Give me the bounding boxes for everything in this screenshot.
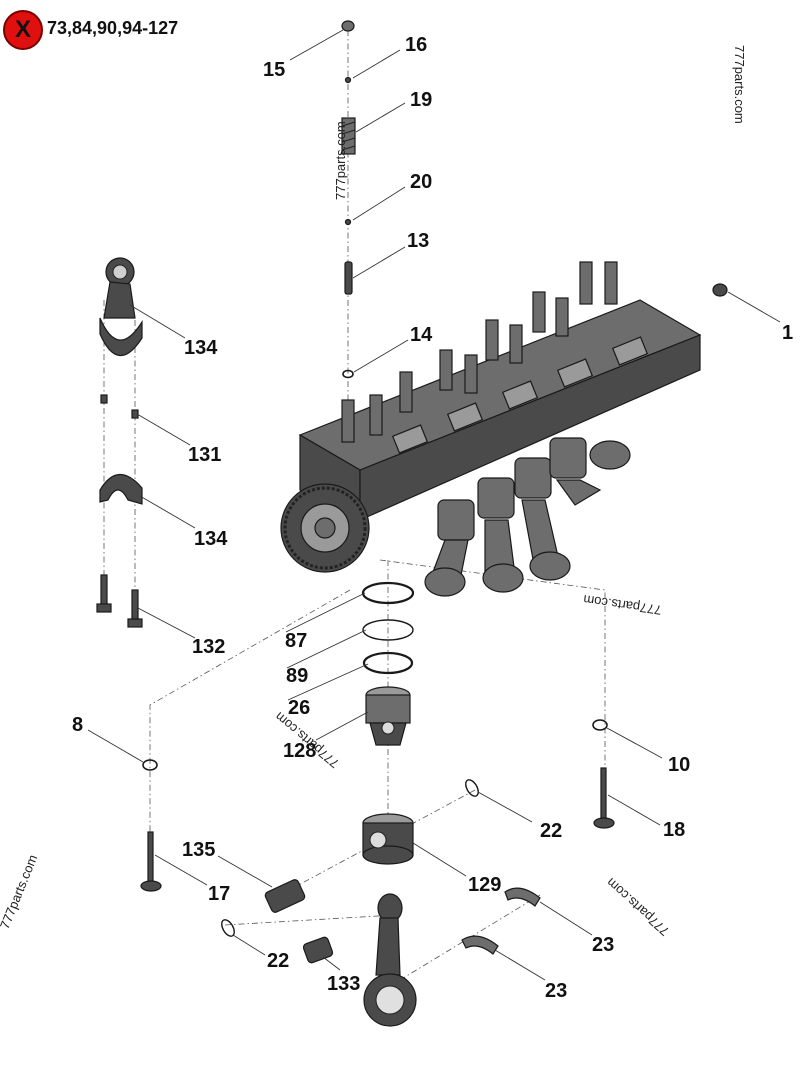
callout-134-cap: 134 — [194, 528, 228, 550]
valve-seal-10 — [592, 719, 608, 731]
callout-128: 128 — [283, 740, 316, 762]
callout-17: 17 — [208, 883, 230, 905]
exhaust-valve-18 — [593, 767, 615, 829]
watermark-bottom-right: 777parts.com — [603, 875, 672, 939]
watermark-mid-right: 777parts.com — [582, 592, 662, 618]
snap-ring-22a — [465, 779, 479, 797]
exhaust-valve-axis — [379, 559, 606, 820]
callout-26: 26 — [288, 697, 310, 719]
callout-133: 133 — [327, 973, 360, 995]
piston-128 — [365, 686, 411, 746]
bushing-axis — [224, 914, 396, 926]
piston-ring-89 — [362, 619, 414, 641]
intake-valve-17 — [140, 831, 162, 892]
piston-pin-135 — [264, 879, 306, 913]
connecting-rod-134 — [99, 257, 143, 357]
valve-seal-8 — [142, 759, 158, 771]
callout-22-lower: 22 — [267, 950, 289, 972]
callout-134-rod: 134 — [184, 337, 218, 359]
callout-8: 8 — [72, 714, 83, 736]
watermark-top-right: 777parts.com — [732, 45, 747, 124]
leader-lines — [87, 29, 781, 981]
rod-cap-134 — [99, 473, 143, 505]
callout-18: 18 — [663, 819, 685, 841]
callout-89: 89 — [286, 665, 308, 687]
excluded-parts-note: 73,84,90,94-127 — [47, 18, 179, 38]
connecting-rod-lower — [363, 893, 417, 1027]
piston-ring-87 — [361, 581, 415, 605]
valve-cap-16 — [344, 76, 352, 84]
callout-87: 87 — [285, 630, 307, 652]
valve-guide-13 — [344, 261, 353, 295]
callout-22-upper: 22 — [540, 820, 562, 842]
callout-129: 129 — [468, 874, 501, 896]
bushing-133 — [302, 936, 334, 964]
plug-1 — [712, 283, 728, 297]
callout-15: 15 — [263, 59, 285, 81]
callout-10: 10 — [668, 754, 690, 776]
rod-bolt-nut-131 — [100, 394, 139, 419]
callout-23-upper: 23 — [592, 934, 614, 956]
piston-assembly-129 — [362, 813, 414, 865]
valve-keeper-15 — [341, 20, 355, 32]
watermark-bottom-left: 777parts.com — [0, 852, 40, 931]
callout-19: 19 — [410, 89, 432, 111]
bearing-shell-23b — [461, 935, 499, 955]
valve-spring-19 — [341, 117, 356, 155]
seal-14 — [342, 369, 354, 379]
spring-seat-20 — [344, 218, 352, 226]
callout-131: 131 — [188, 444, 221, 466]
watermark-spring: 777parts.com — [333, 121, 348, 200]
callout-1: 1 — [782, 322, 793, 344]
piston-ring-26 — [362, 651, 414, 675]
exclusion-badge-icon: X — [3, 10, 43, 50]
callout-14: 14 — [410, 324, 433, 346]
callout-16: 16 — [405, 34, 427, 56]
callout-13: 13 — [407, 230, 429, 252]
cylinder-head-assembly — [280, 261, 702, 597]
callout-23-lower: 23 — [545, 980, 567, 1002]
callout-135: 135 — [182, 839, 215, 861]
snap-ring-22b — [221, 919, 235, 937]
callout-20: 20 — [410, 171, 432, 193]
callout-132: 132 — [192, 636, 225, 658]
rod-bolts-132 — [96, 574, 143, 628]
intake-valve-axis — [149, 589, 351, 880]
bearing-shell-23a — [504, 887, 541, 907]
